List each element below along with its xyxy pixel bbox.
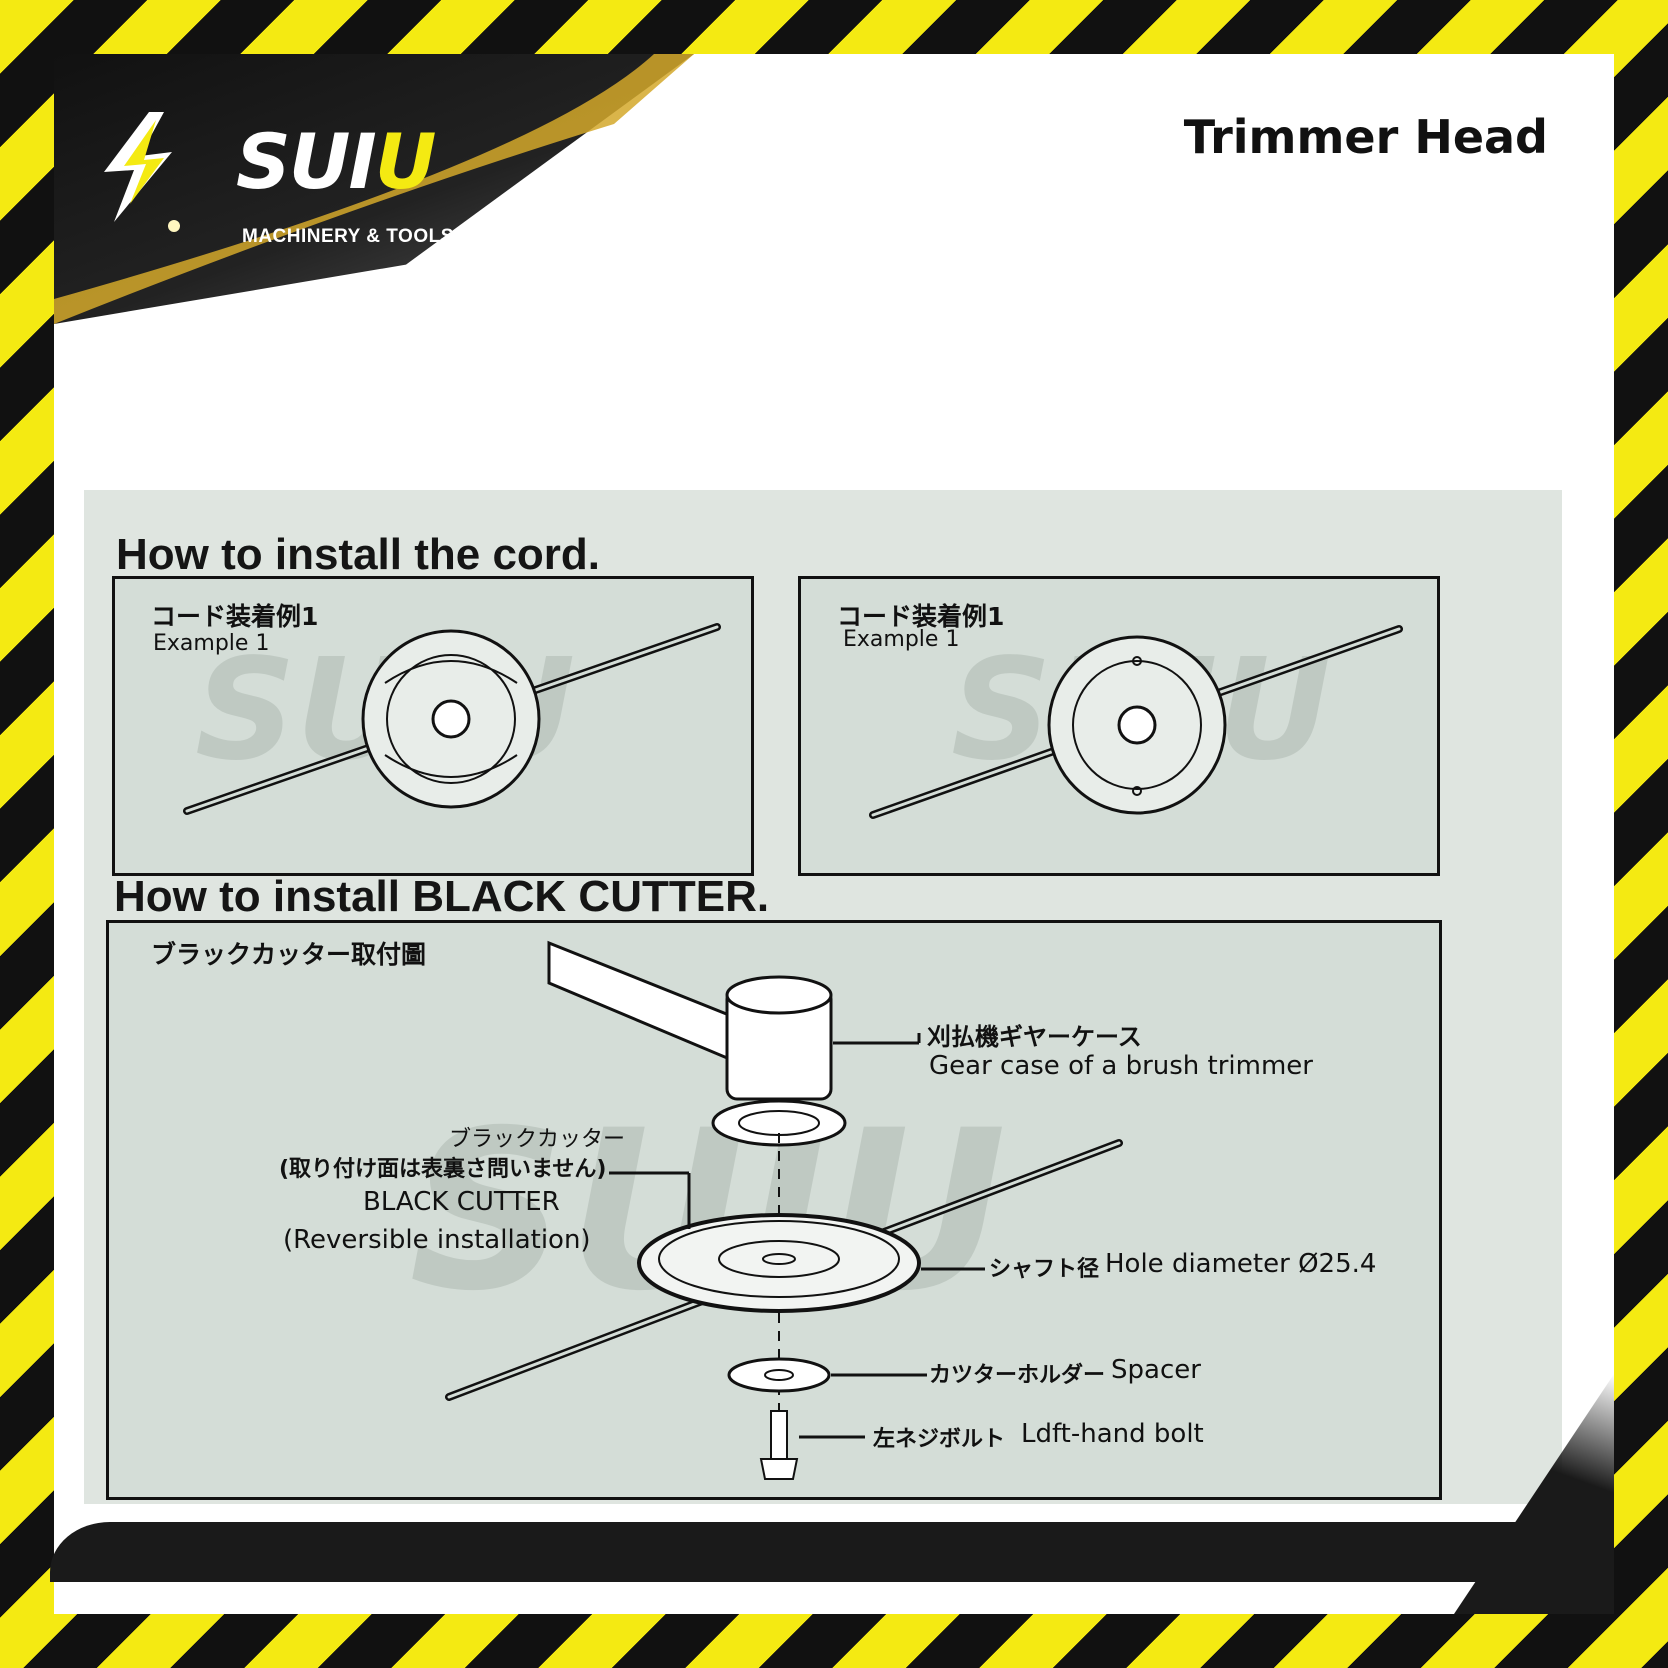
content-panel: SUIU MACHINERY & TOOLS Trimmer Head How … (54, 54, 1614, 1614)
bottom-decoration-bar (50, 1522, 1610, 1582)
cord-example-left: コード装着例1 Example 1 SUIU (112, 576, 754, 876)
hole-jp: シャフト径 (989, 1257, 1100, 1282)
manual-scan: How to install the cord. コード装着例1 Example… (84, 490, 1562, 1504)
black-cutter-note: (Reversible installation) (283, 1225, 591, 1255)
example-left-jp: コード装着例1 (151, 602, 319, 631)
cutter-section-heading: How to install BLACK CUTTER. (114, 872, 770, 921)
brand-name: SUIU (236, 117, 436, 206)
cutter-assembly-illustration (445, 940, 1123, 1480)
cord-section-heading: How to install the cord. (116, 530, 601, 579)
black-cutter-diagram: ブラックカッター取付圖 SUIU (106, 920, 1442, 1500)
brand-logo: SUIU MACHINERY & TOOLS (94, 82, 524, 252)
hole-diameter-label: Hole diameter Ø25.4 (1105, 1249, 1377, 1279)
example-left-en: Example 1 (153, 631, 270, 656)
lightning-icon (104, 112, 172, 222)
gear-case-label: Gear case of a brush trimmer (929, 1051, 1313, 1081)
black-cutter-label: BLACK CUTTER (363, 1187, 560, 1217)
black-cutter-jp-note: (取り付け面は表裏さ問いません) (279, 1157, 607, 1182)
brand-tagline: MACHINERY & TOOLS (242, 226, 454, 247)
black-cutter-jp: ブラックカッター (449, 1127, 626, 1152)
spacer-jp: カツターホルダー (929, 1363, 1106, 1388)
trimmer-head-illustration-left (183, 623, 721, 815)
page-title: Trimmer Head (1183, 110, 1548, 164)
gear-case-jp: 刈払機ギヤーケース (927, 1023, 1142, 1051)
bolt-label: Ldft-hand bolt (1021, 1419, 1204, 1449)
example-right-en: Example 1 (843, 627, 960, 652)
spacer-label: Spacer (1111, 1355, 1201, 1385)
diagram-jp-title: ブラックカッター取付圖 (151, 940, 427, 969)
example-right-jp: コード装着例1 (837, 602, 1005, 631)
bolt-jp: 左ネジボルト (873, 1427, 1006, 1452)
cord-example-right: コード装着例1 Example 1 SUIU (798, 576, 1440, 876)
trimmer-head-illustration-right (869, 625, 1403, 819)
